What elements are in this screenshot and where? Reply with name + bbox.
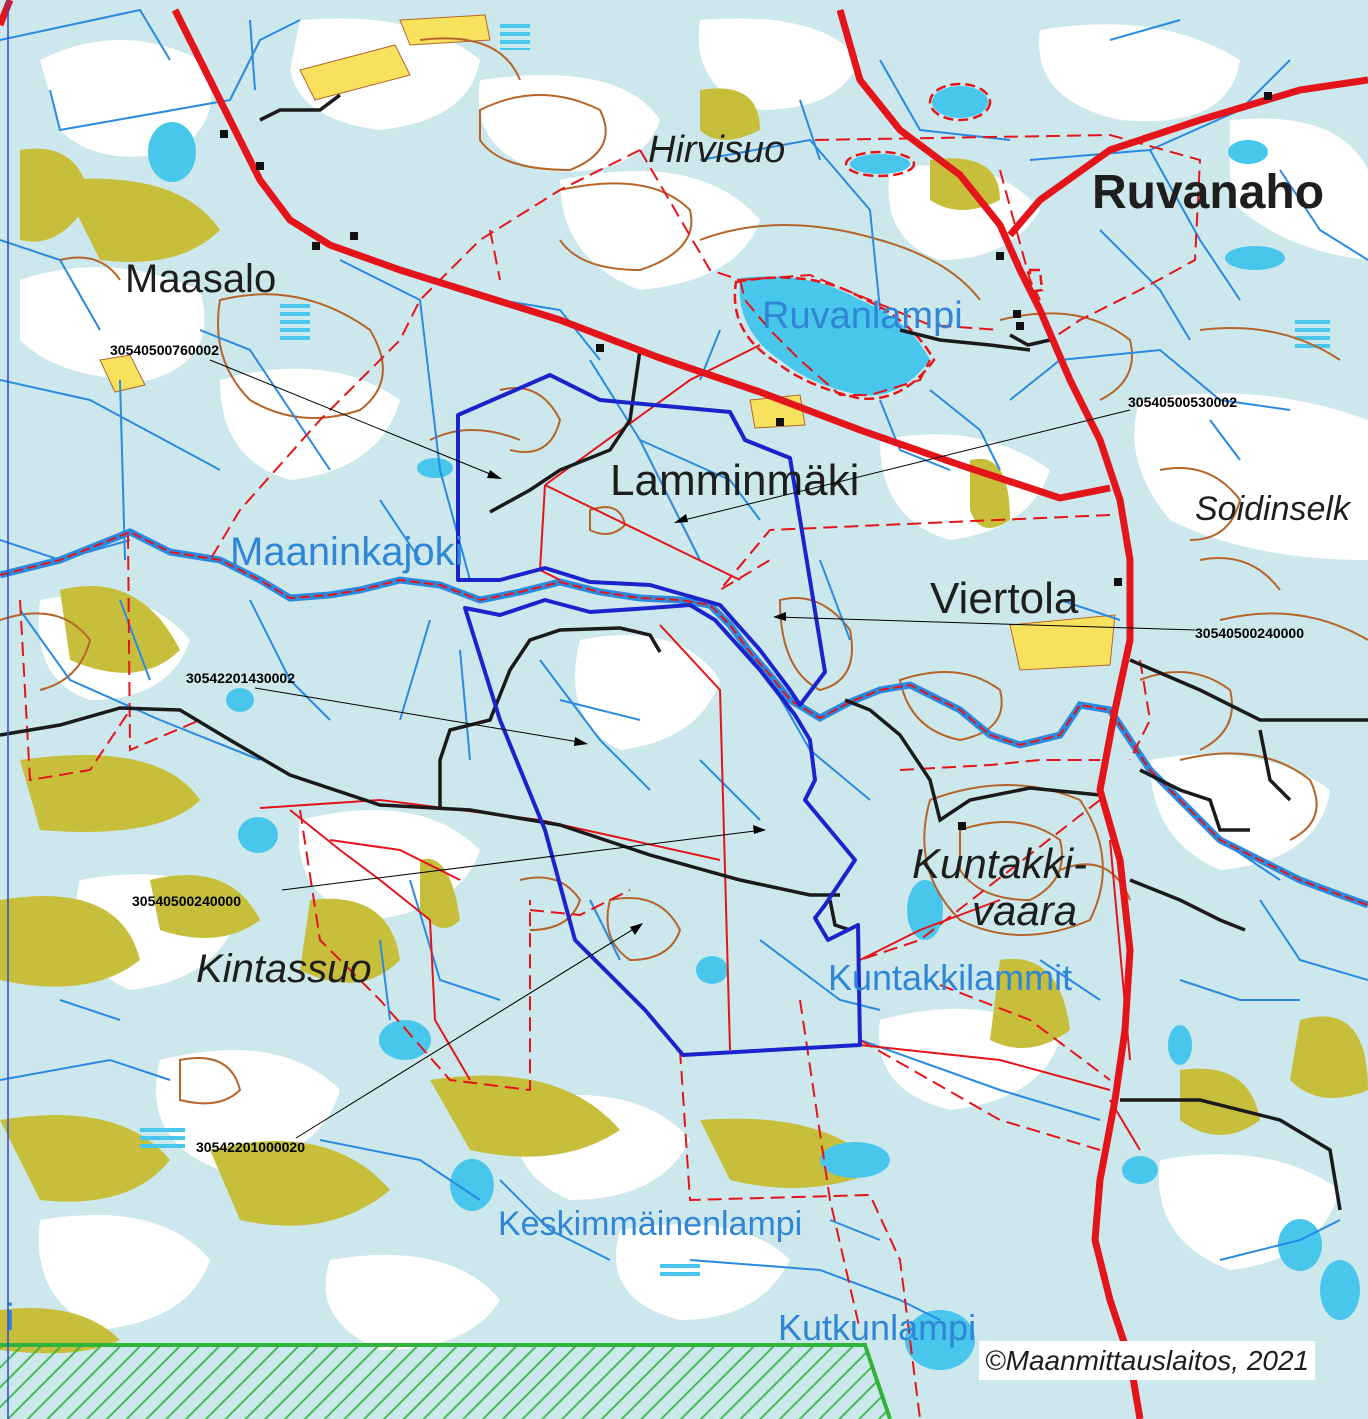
parcel-code: 30540500530002 [1128, 394, 1237, 410]
place-labels: Hirvisuo Ruvanaho Maasalo Ruvanlampi Lam… [6, 129, 1352, 1348]
label-kintassuo: Kintassuo [196, 947, 372, 991]
label-edge-i: i [6, 1297, 14, 1339]
parcel-code: 30542201430002 [186, 670, 295, 686]
parcel-callout: 30540500530002 [674, 394, 1237, 523]
label-keskimmainenlampi: Keskimmäinenlampi [498, 1205, 802, 1243]
label-ruvanlampi: Ruvanlampi [762, 295, 963, 337]
striped-wetland [140, 20, 1330, 1276]
parcel-callout: 30540500760002 [110, 342, 502, 479]
label-ruvanaho: Ruvanaho [1092, 166, 1324, 219]
parcel-code: 30540500240000 [132, 893, 241, 909]
local-roads [0, 93, 1368, 1211]
copyright-background [979, 1341, 1316, 1380]
property-boundaries [19, 133, 1202, 1419]
streams-and-ditches [0, 8, 1368, 1321]
label-soidinselk: Soidinselk [1195, 490, 1352, 528]
copyright-notice: ©Maanmittauslaitos, 2021 [985, 1345, 1309, 1376]
label-maaninkajoki: Maaninkajoki [230, 530, 463, 574]
buildings [220, 92, 1272, 830]
parcel-callouts: 30540500760002 30540500530002 3054050024… [110, 342, 1304, 1155]
river-boundary-overlay [0, 530, 1368, 906]
label-kuntakkivaara-2: vaara [972, 887, 1077, 934]
lakes [148, 86, 1360, 1370]
label-maasalo: Maasalo [125, 257, 276, 301]
parcel-code: 30540500240000 [1195, 625, 1304, 641]
label-kuntakkilammit: Kuntakkilammit [828, 957, 1072, 998]
conservation-area [0, 1343, 892, 1419]
parcel-callout: 30542201430002 [186, 670, 588, 746]
parcel-callout: 30540500240000 [773, 612, 1304, 641]
parcel-callout: 30540500240000 [132, 825, 766, 909]
label-kuntakkivaara-1: Kuntakki- [912, 840, 1087, 887]
label-hirvisuo: Hirvisuo [648, 129, 785, 171]
project-area-boundary [456, 373, 862, 1057]
parcel-callout: 30542201000020 [196, 923, 643, 1155]
label-viertola: Viertola [930, 574, 1079, 623]
label-kutkunlampi: Kutkunlampi [778, 1307, 976, 1348]
parcel-code: 30540500760002 [110, 342, 219, 358]
lake-boundaries [733, 82, 1044, 400]
label-lamminmaki: Lamminmäki [610, 456, 859, 505]
parcel-code: 30542201000020 [196, 1139, 305, 1155]
